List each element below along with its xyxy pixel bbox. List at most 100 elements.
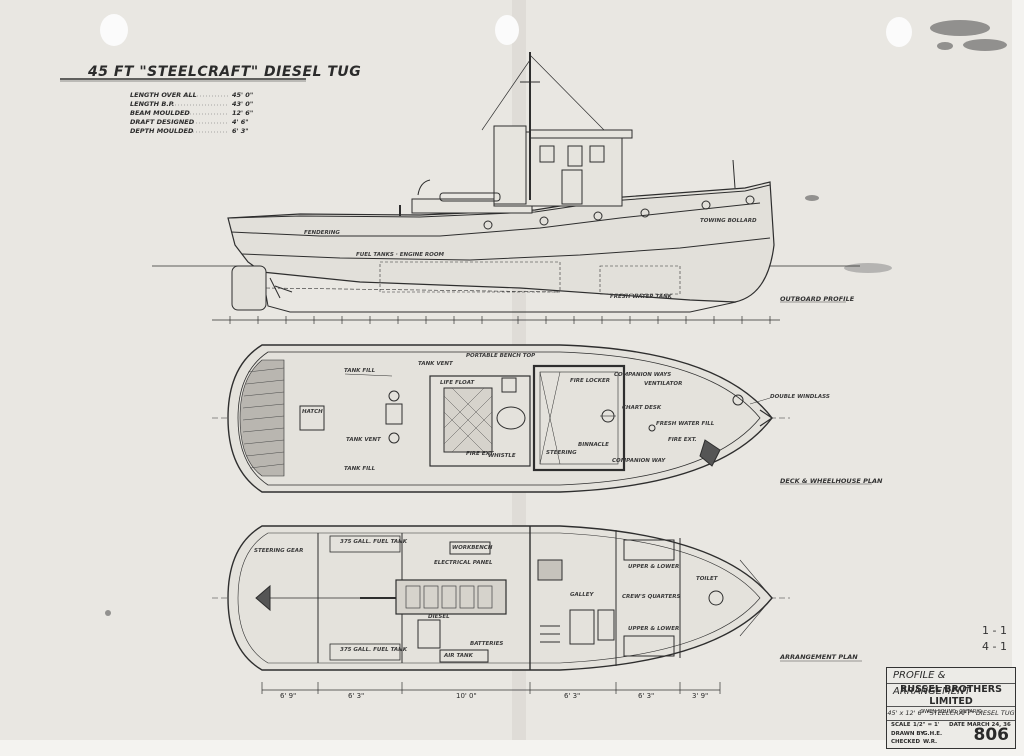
forepeak xyxy=(739,559,773,637)
windlass xyxy=(699,439,721,467)
spec-label: DEPTH MOULDED xyxy=(130,127,194,135)
porthole-4 xyxy=(640,208,650,218)
tank-vent-label: TANK VENT xyxy=(346,437,381,443)
companion-ways-label: COMPANION WAYS xyxy=(614,372,672,378)
wheelhouse-roof xyxy=(529,129,633,139)
porthole-6 xyxy=(745,195,755,205)
dimension-label: 6' 3" xyxy=(638,692,655,700)
punch-hole-right xyxy=(886,17,912,47)
deck-bulwark xyxy=(237,351,761,486)
galley-table xyxy=(597,609,615,641)
tank-fill-label: TANK FILL xyxy=(344,466,376,472)
rub-rail xyxy=(230,202,761,237)
fire-extinguisher-label: FIRE EXT. xyxy=(668,437,697,443)
dimension-label: 6' 3" xyxy=(348,692,365,700)
upper-berth-top xyxy=(623,539,675,561)
dimension-label: 3' 9" xyxy=(692,692,709,700)
title-block-heading: PROFILE & ARRANGEMENT xyxy=(887,668,1015,697)
upper-berth-bottom xyxy=(623,635,675,657)
stay-aft xyxy=(481,59,531,131)
title-block-company: RUSSEL BROTHERS LIMITED OWEN SOUND, ONTA… xyxy=(887,684,1015,715)
fire-extinguisher-label: FIRE EXT. xyxy=(466,451,495,457)
electrical-panel-label: ELECTRICAL PANEL xyxy=(434,560,493,566)
bow-fitting xyxy=(732,394,744,406)
punch-hole-middle xyxy=(495,15,519,45)
deck-view-label: DECK & WHEELHOUSE PLAN xyxy=(780,477,883,485)
fairlead xyxy=(759,409,774,427)
double-windlass-label: DOUBLE WINDLASS xyxy=(770,394,830,400)
scale-value: 1/2" = 1' xyxy=(913,722,940,728)
company-name: RUSSEL BROTHERS LIMITED xyxy=(900,684,1002,707)
drawn-by-label: DRAWN BY xyxy=(891,731,925,737)
checked-value: W.R. xyxy=(923,739,938,745)
fresh-water-fill-label: FRESH WATER FILL xyxy=(656,421,715,427)
date-value: MARCH 24, 36 xyxy=(967,722,1011,728)
spec-value: 6' 3" xyxy=(232,127,249,135)
title-block: PROFILE & ARRANGEMENT RUSSEL BROTHERS LI… xyxy=(886,667,1016,749)
toilet-fixture xyxy=(708,590,724,606)
porthole-2 xyxy=(539,216,549,226)
fendering-label: FENDERING xyxy=(304,230,340,236)
fuel-tank-label: FUEL TANKS · ENGINE ROOM xyxy=(356,252,444,258)
tank-vent-label: TANK VENT xyxy=(418,361,453,367)
company-location: OWEN SOUND, ONTARIO xyxy=(920,709,982,715)
dimension-label: 6' 9" xyxy=(280,692,297,700)
batteries-box xyxy=(417,619,441,649)
hull-profile xyxy=(227,181,775,303)
spec-value: 43' 0" xyxy=(232,100,254,108)
galley-counter xyxy=(569,609,595,645)
drawn-by-value: G.H.E. xyxy=(923,731,943,737)
porthole-3 xyxy=(593,211,603,221)
batteries-label: BATTERIES xyxy=(470,641,504,647)
fuel-tank-label: 375 GALL. FUEL TANK xyxy=(340,539,408,545)
punch-hole-left xyxy=(100,14,128,46)
drawing-number: 806 xyxy=(973,725,1010,745)
hatch-label: HATCH xyxy=(302,409,323,415)
fuel-tank-label: 375 GALL. FUEL TANK xyxy=(340,647,408,653)
arrangement-plan xyxy=(212,525,790,671)
paper-right-edge xyxy=(1012,0,1024,756)
deckhouse-door xyxy=(561,169,583,205)
crews-quarters-label: CREW'S QUARTERS xyxy=(622,594,681,600)
galley-stove xyxy=(537,559,563,581)
wheelhouse-window-2 xyxy=(567,145,583,167)
stay-forward xyxy=(529,54,605,131)
chart-desk-label: CHART DESK xyxy=(622,405,662,411)
spec-label: LENGTH OVER ALL xyxy=(130,91,197,99)
spec-leaders xyxy=(172,95,228,133)
title-block-details: SCALE 1/2" = 1' DATE MARCH 24, 36 DRAWN … xyxy=(887,720,1015,748)
scale-label: SCALE xyxy=(891,722,911,728)
workbench-box xyxy=(449,541,491,555)
spec-value: 45' 0" xyxy=(232,91,254,99)
wheelhouse-window-3 xyxy=(589,145,605,163)
fresh-water-tank-outline xyxy=(599,265,681,295)
spec-value: 4' 6" xyxy=(232,118,249,126)
air-tank-label: AIR TANK xyxy=(444,653,473,659)
paper-bottom-edge xyxy=(0,740,1024,756)
fuel-tank-bottom xyxy=(329,643,401,661)
drawing-title: 45 FT "STEELCRAFT" DIESEL TUG xyxy=(88,64,362,80)
vent-plan xyxy=(501,377,517,393)
galley-label: GALLEY xyxy=(570,592,594,598)
towing-bollard-label: TOWING BOLLARD xyxy=(700,218,757,224)
shaft-line xyxy=(265,287,561,293)
rudder xyxy=(231,265,267,311)
steering-gear-label: STEERING GEAR xyxy=(254,548,304,554)
checked-label: CHECKED xyxy=(891,739,921,745)
dimension-label: 6' 3" xyxy=(564,692,581,700)
spec-label: BEAM MOULDED xyxy=(130,109,190,117)
bollard-stbd xyxy=(388,390,400,402)
engine-casing-plan xyxy=(429,375,531,467)
diesel-engine xyxy=(395,579,507,615)
upper-lower-berth-label: UPPER & LOWER xyxy=(628,626,680,632)
profile-view-label: OUTBOARD PROFILE xyxy=(780,295,855,303)
skylight-grid xyxy=(443,387,493,453)
station-ticks xyxy=(229,316,771,324)
outboard-profile xyxy=(152,52,860,321)
wheelhouse-interior xyxy=(539,371,619,465)
upper-lower-berth-label: UPPER & LOWER xyxy=(628,564,680,570)
toilet-label: TOILET xyxy=(696,576,718,582)
aft-hatch xyxy=(299,405,325,431)
spec-label: DRAFT DESIGNED xyxy=(130,118,195,126)
date-label: DATE xyxy=(949,722,965,728)
